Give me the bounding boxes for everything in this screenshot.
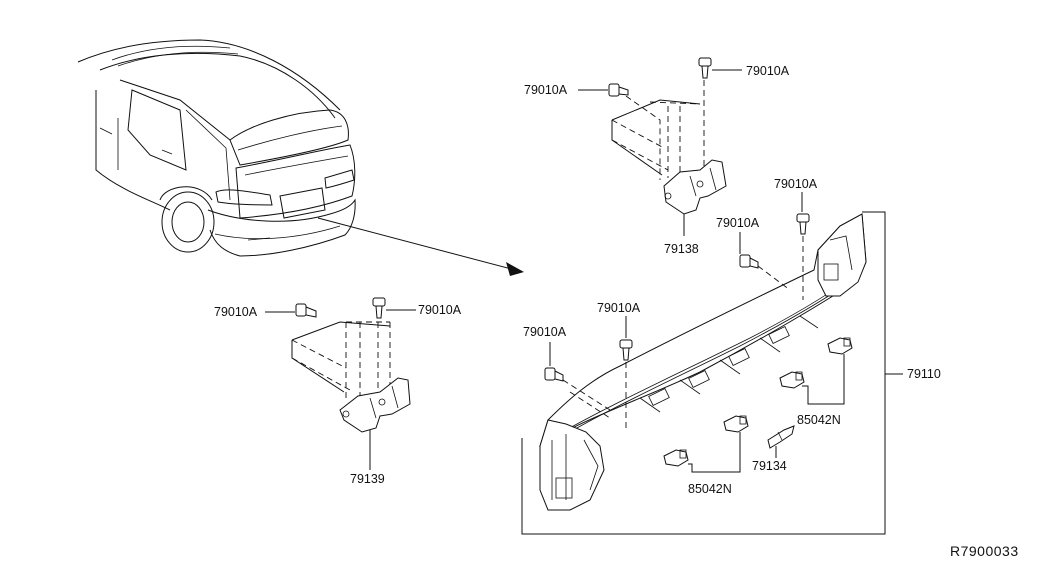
bolt-rail-right-mid — [739, 254, 759, 269]
bolt-upper-right — [698, 57, 712, 79]
label-clip-upper: 85042N — [797, 413, 841, 427]
upper-bracket-group — [578, 57, 742, 236]
left-bracket-group — [265, 297, 416, 470]
label-bolt-mid-left: 79010A — [214, 305, 258, 319]
label-bracket-small: 79134 — [752, 459, 787, 473]
label-bracket-left: 79139 — [350, 472, 385, 486]
bolt-mid-left — [295, 303, 317, 318]
label-clip-lower: 85042N — [688, 482, 732, 496]
label-bolt-rail-left: 79010A — [523, 325, 567, 339]
label-bolt-rail-left-top: 79010A — [597, 301, 641, 315]
label-rail-assembly: 79110 — [907, 367, 941, 381]
label-bolt-mid-right: 79010A — [418, 303, 462, 317]
rail-assembly-group — [521, 192, 903, 535]
bolt-rail-left-top — [619, 339, 633, 361]
bolt-rail-left — [544, 367, 564, 382]
label-bolt-upper-left: 79010A — [524, 83, 568, 97]
clip-upper-a — [779, 371, 805, 389]
clip-lower-a — [663, 449, 689, 467]
bolt-upper-left — [608, 83, 629, 97]
reference-code: R7900033 — [950, 543, 1019, 559]
vehicle-illustration — [77, 39, 524, 276]
bolt-rail-right-top — [796, 213, 810, 235]
part-labels: 79010A 79010A 79138 79010A 79010A 79139 … — [214, 64, 1019, 559]
clip-lower-b — [723, 415, 749, 433]
small-bracket — [767, 425, 795, 449]
label-bracket-upper: 79138 — [664, 242, 699, 256]
bolt-mid-right — [372, 297, 386, 319]
label-bolt-upper-right: 79010A — [746, 64, 790, 78]
label-bolt-rail-right-top: 79010A — [774, 177, 818, 191]
clip-upper-b — [827, 337, 853, 355]
label-bolt-rail-right-mid: 79010A — [716, 216, 760, 230]
